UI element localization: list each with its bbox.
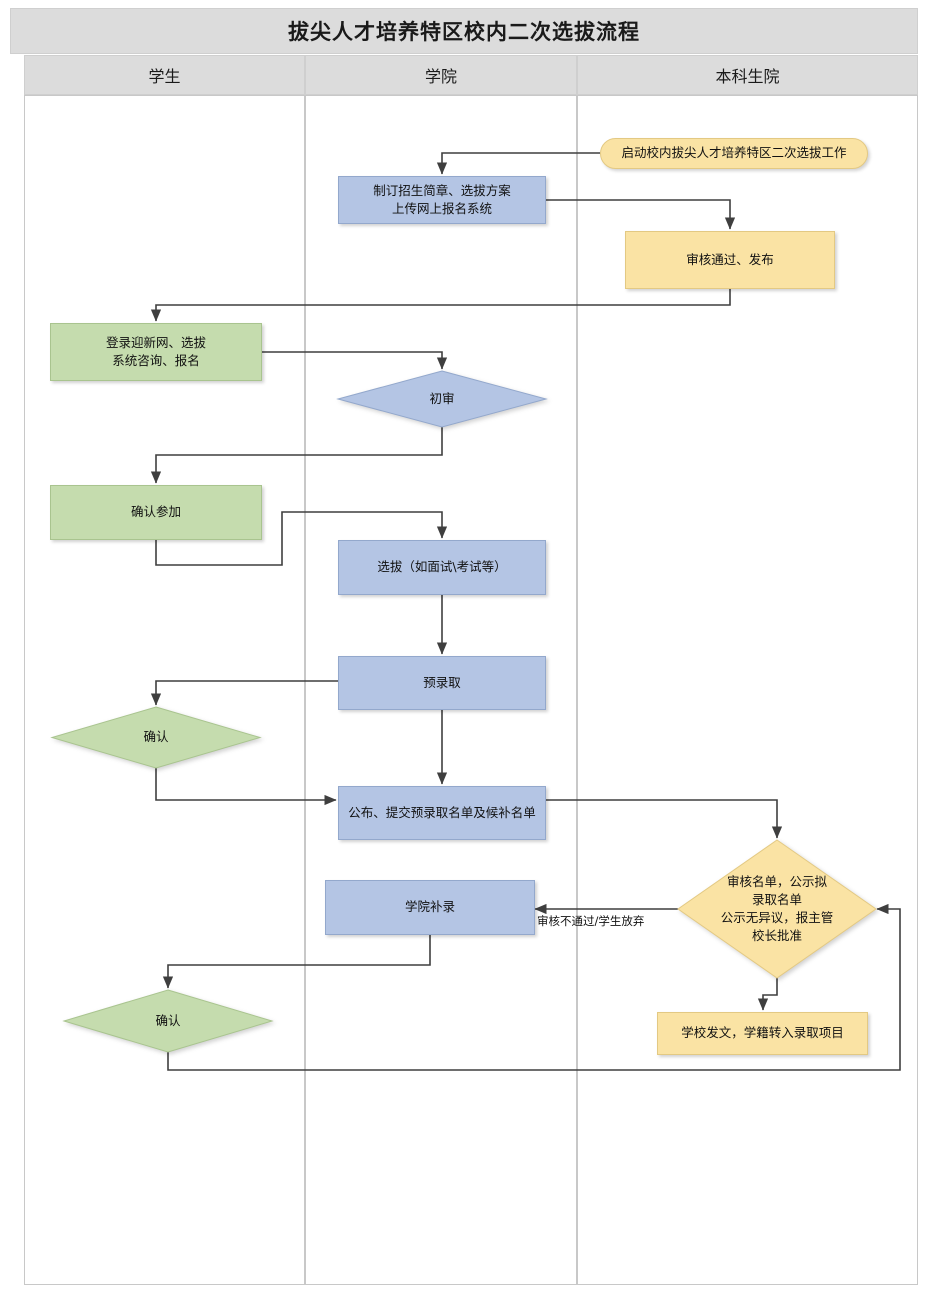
lane-header-student: 学生 — [24, 55, 305, 95]
node-publish-submit[interactable]: 公布、提交预录取名单及候补名单 — [338, 786, 546, 840]
lane-body-student — [24, 95, 305, 1285]
lane-header-college-label: 学院 — [424, 67, 457, 86]
node-confirm-join-label: 确认参加 — [130, 504, 181, 520]
node-login-apply-label: 登录迎新网、选拔 系统咨询、报名 — [105, 334, 206, 368]
node-start[interactable]: 启动校内拔尖人才培养特区二次选拔工作 — [600, 138, 868, 169]
node-confirm-1-label: 确认 — [143, 729, 169, 745]
node-school-doc[interactable]: 学校发文，学籍转入录取项目 — [657, 1012, 868, 1055]
node-confirm-2[interactable]: 确认 — [62, 989, 274, 1053]
node-pre-admit-label: 预录取 — [423, 674, 461, 690]
confirm-2-diamond-shape — [62, 989, 274, 1053]
node-first-review[interactable]: 初审 — [336, 370, 548, 428]
first-review-diamond-shape — [336, 370, 548, 428]
audit-publicity-diamond-shape — [677, 839, 877, 979]
node-college-makeup-label: 学院补录 — [404, 899, 455, 915]
node-first-review-label: 初审 — [429, 390, 455, 406]
node-confirm-join[interactable]: 确认参加 — [50, 485, 262, 540]
lane-header-undergrad-school: 本科生院 — [577, 55, 918, 95]
node-approve-publish[interactable]: 审核通过、发布 — [625, 231, 835, 289]
page-title: 拔尖人才培养特区校内二次选拔流程 — [288, 20, 640, 44]
node-confirm-1[interactable]: 确认 — [50, 706, 262, 769]
node-plan-label: 制订招生简章、选拔方案 上传网上报名系统 — [373, 182, 511, 216]
node-confirm-2-label: 确认 — [155, 1012, 181, 1028]
node-pre-admit[interactable]: 预录取 — [338, 656, 546, 710]
node-selection[interactable]: 选拔（如面试\考试等） — [338, 540, 546, 595]
node-college-makeup[interactable]: 学院补录 — [325, 880, 535, 935]
node-school-doc-label: 学校发文，学籍转入录取项目 — [681, 1025, 844, 1041]
node-selection-label: 选拔（如面试\考试等） — [377, 559, 507, 575]
edge-label-reject-or-giveup: 审核不通过/学生放弃 — [537, 914, 645, 928]
lane-header-undergrad-school-label: 本科生院 — [715, 67, 780, 86]
node-start-label: 启动校内拔尖人才培养特区二次选拔工作 — [621, 145, 847, 161]
lane-header-college: 学院 — [305, 55, 577, 95]
node-audit-publicity[interactable]: 审核名单，公示拟 录取名单 公示无异议，报主管 校长批准 — [677, 839, 877, 979]
node-audit-publicity-label: 审核名单，公示拟 录取名单 公示无异议，报主管 校长批准 — [720, 873, 834, 944]
node-plan[interactable]: 制订招生简章、选拔方案 上传网上报名系统 — [338, 176, 546, 224]
node-approve-publish-label: 审核通过、发布 — [686, 251, 774, 267]
node-login-apply[interactable]: 登录迎新网、选拔 系统咨询、报名 — [50, 323, 262, 381]
lane-header-student-label: 学生 — [148, 67, 181, 86]
confirm-1-diamond-shape — [50, 706, 262, 769]
node-publish-submit-label: 公布、提交预录取名单及候补名单 — [348, 804, 536, 820]
diagram-title-band: 拔尖人才培养特区校内二次选拔流程 — [10, 8, 918, 54]
